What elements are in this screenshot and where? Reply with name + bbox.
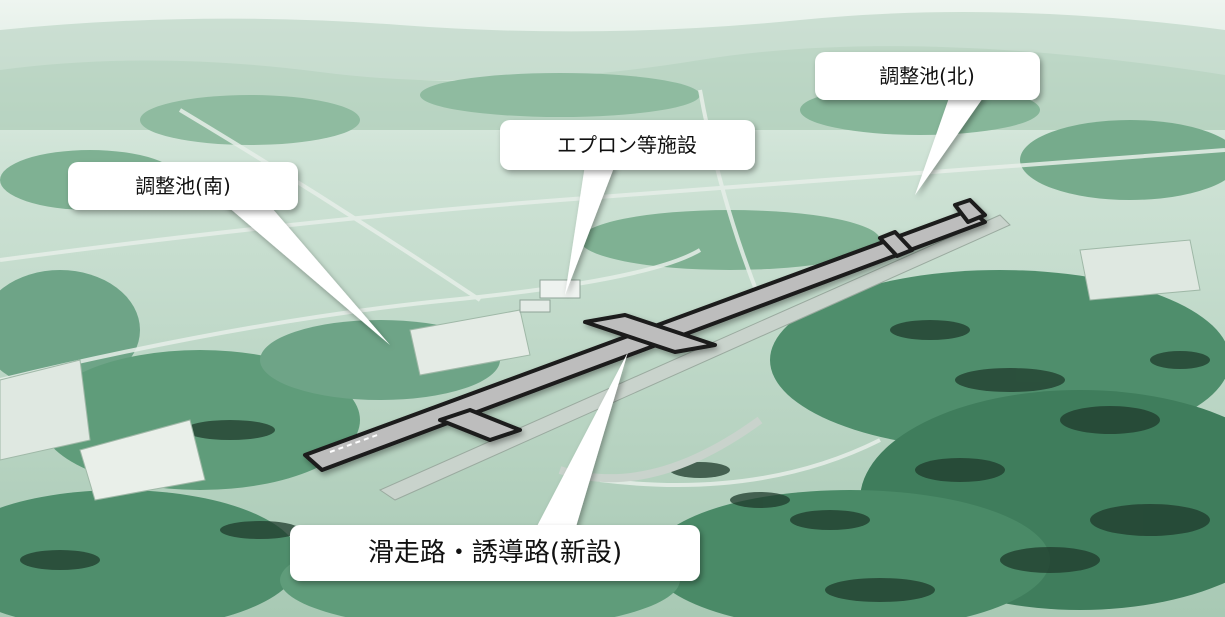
callout-runway-box (290, 525, 700, 581)
forest-patches (0, 73, 1225, 617)
callout-north-pond: 調整池(北) (815, 52, 1040, 195)
new-runway (303, 198, 987, 472)
callout-apron-label: エプロン等施設 (557, 133, 697, 157)
roads (0, 89, 1225, 487)
callout-apron-pointer (565, 165, 615, 295)
callout-runway-label: 滑走路・誘導路(新設) (368, 538, 622, 568)
apron-buildings (519, 279, 581, 313)
callout-apron: エプロン等施設 (500, 120, 755, 295)
callout-south-pond: 調整池(南) (68, 162, 390, 345)
callout-south-pond-pointer (220, 200, 390, 345)
callout-runway: 滑走路・誘導路(新設) (290, 352, 700, 581)
callout-north-pond-pointer (915, 95, 985, 195)
callout-south-pond-box (68, 162, 298, 210)
callout-runway-pointer (535, 352, 628, 530)
callout-apron-box (500, 120, 755, 170)
callout-north-pond-box (815, 52, 1040, 100)
fields (0, 239, 1201, 501)
callout-north-pond-label: 調整池(北) (879, 64, 975, 88)
callout-south-pond-label: 調整池(南) (135, 174, 231, 198)
